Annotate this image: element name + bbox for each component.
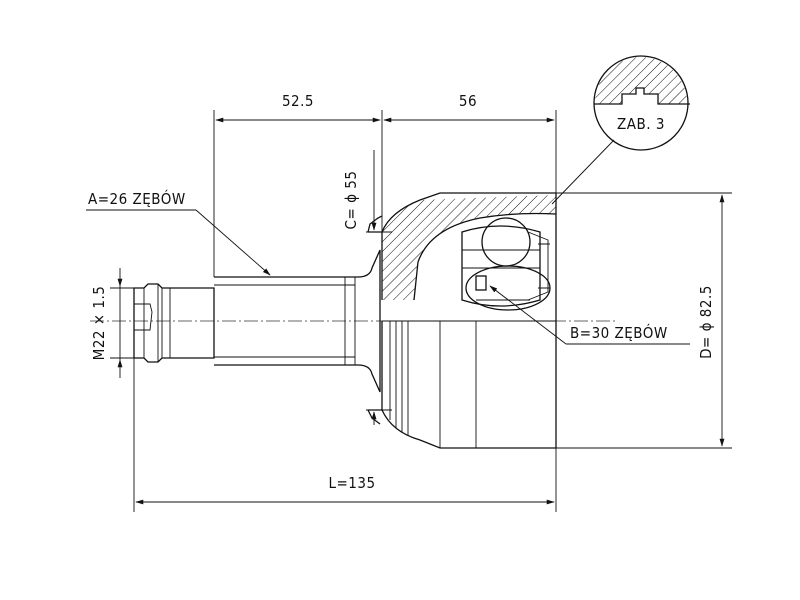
flange-diameter-label: C= ϕ 55	[342, 171, 360, 230]
outer-diameter-label: D= ϕ 82.5	[697, 285, 715, 359]
dimension-outer-diameter: D= ϕ 82.5	[556, 192, 732, 449]
length-b-label: 56	[459, 92, 477, 110]
leader-spline-inner: B=30 ZĘBÓW	[489, 285, 690, 345]
total-length-label: L=135	[328, 474, 375, 492]
spline-shaft	[214, 249, 381, 393]
dimension-flange-diameter: C= ϕ 55	[342, 150, 392, 425]
spline-inner-label: B=30 ZĘBÓW	[570, 323, 668, 342]
thread-label: M22 × 1.5	[90, 286, 108, 361]
outer-housing	[367, 192, 557, 449]
detail-callout-label: ZAB. 3	[617, 115, 665, 133]
threaded-stub	[133, 283, 215, 363]
length-a-label: 52.5	[282, 92, 314, 110]
dimension-top: 52.5 56	[213, 92, 557, 277]
detail-callout: ZAB. 3	[551, 55, 690, 205]
spline-outer-label: A=26 ZĘBÓW	[88, 189, 186, 208]
leader-spline-outer: A=26 ZĘBÓW	[86, 189, 271, 276]
dimension-thread: M22 × 1.5	[90, 268, 140, 378]
dimension-total: L=135	[133, 358, 557, 512]
